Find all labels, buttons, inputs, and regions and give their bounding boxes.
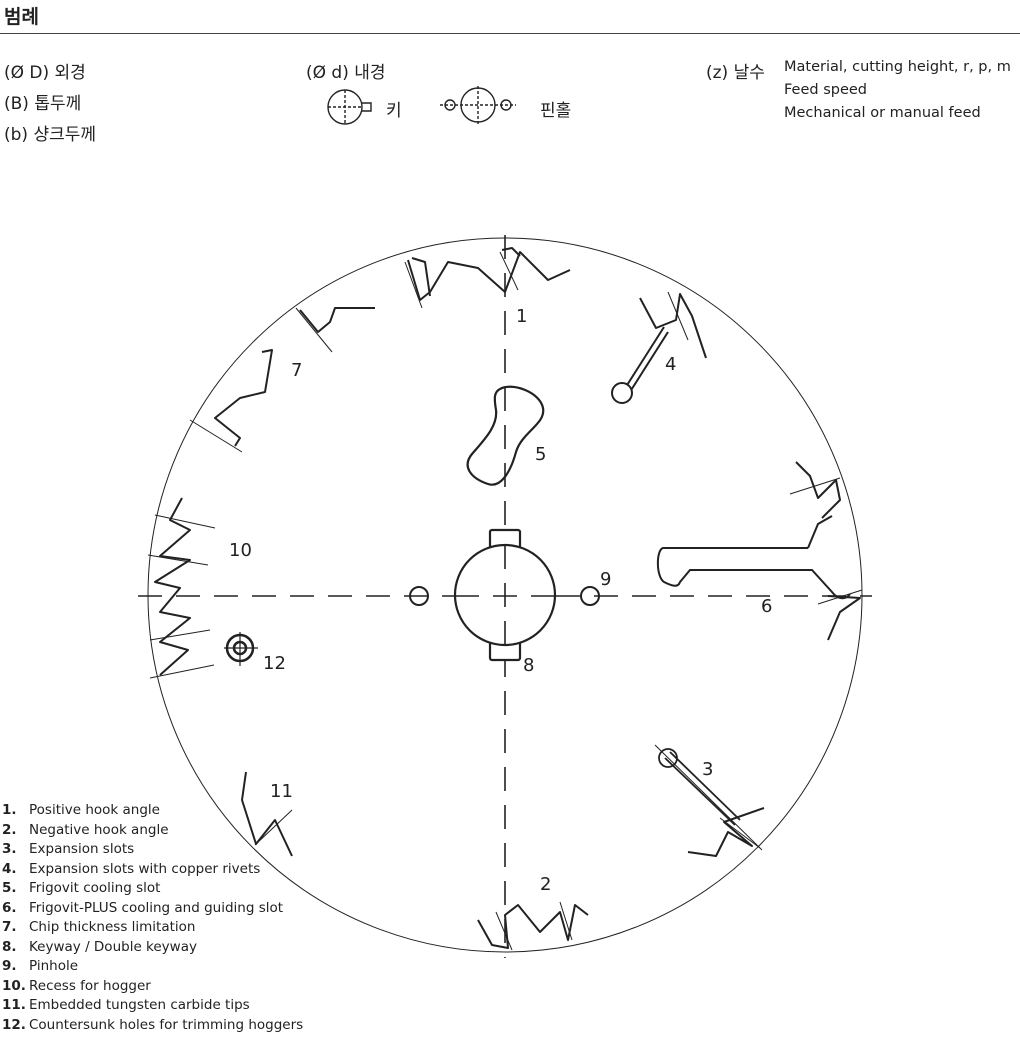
frigovit-cooling-slot [466, 385, 545, 486]
legend-key: 키 [386, 101, 402, 121]
teeth-note-2: Feed speed [784, 82, 868, 98]
label-3: 3 [702, 759, 713, 780]
legend-top-thickness: (B) 톱두께 [4, 94, 82, 114]
pinhole-left [409, 586, 429, 606]
label-10: 10 [229, 540, 252, 561]
teeth-note-1: Material, cutting height, r, p, m [784, 59, 1011, 75]
label-12: 12 [263, 653, 286, 674]
legend-pinhole: 핀홀 [540, 101, 572, 121]
note-item: 2.Negative hook angle [2, 822, 169, 838]
legend-title: 범례 [4, 6, 39, 28]
expansion-slot-with-rivet [611, 326, 669, 404]
label-9: 9 [600, 569, 611, 590]
note-item: 1.Positive hook angle [2, 802, 160, 818]
label-1: 1 [516, 306, 527, 327]
note-item: 9.Pinhole [2, 958, 79, 974]
blade-teeth [147, 247, 863, 951]
legend-teeth: (z) 날수 [706, 63, 765, 83]
frigovit-plus-slot [656, 547, 851, 600]
expansion-slot [654, 744, 763, 851]
label-6: 6 [761, 596, 772, 617]
note-item: 7.Chip thickness limitation [2, 919, 196, 935]
note-item: 6.Frigovit-PLUS cooling and guiding slot [2, 900, 284, 916]
note-item: 8.Keyway / Double keyway [2, 939, 197, 955]
label-5: 5 [535, 444, 546, 465]
label-7: 7 [291, 360, 302, 381]
legend-inner-diameter: (Ø d) 내경 [306, 63, 386, 83]
pinhole-icon [440, 86, 516, 124]
label-8: 8 [523, 655, 534, 676]
note-item: 12.Countersunk holes for trimming hogger… [2, 1017, 304, 1033]
note-item: 10.Recess for hogger [2, 978, 151, 994]
label-2: 2 [540, 874, 551, 895]
note-item: 5.Frigovit cooling slot [2, 880, 161, 896]
label-11: 11 [270, 781, 293, 802]
note-item: 3.Expansion slots [2, 841, 135, 857]
key-icon [327, 89, 372, 125]
note-item: 4.Expansion slots with copper rivets [2, 861, 261, 877]
label-4: 4 [665, 354, 676, 375]
teeth-note-3: Mechanical or manual feed [784, 105, 981, 121]
title-divider [0, 33, 1020, 34]
legend-shank-thickness: (b) 샹크두께 [4, 125, 97, 145]
pinhole-right [580, 586, 600, 606]
note-item: 11.Embedded tungsten carbide tips [2, 997, 250, 1013]
countersunk-hole [224, 632, 258, 666]
legend-outer-diameter: (Ø D) 외경 [4, 63, 86, 83]
